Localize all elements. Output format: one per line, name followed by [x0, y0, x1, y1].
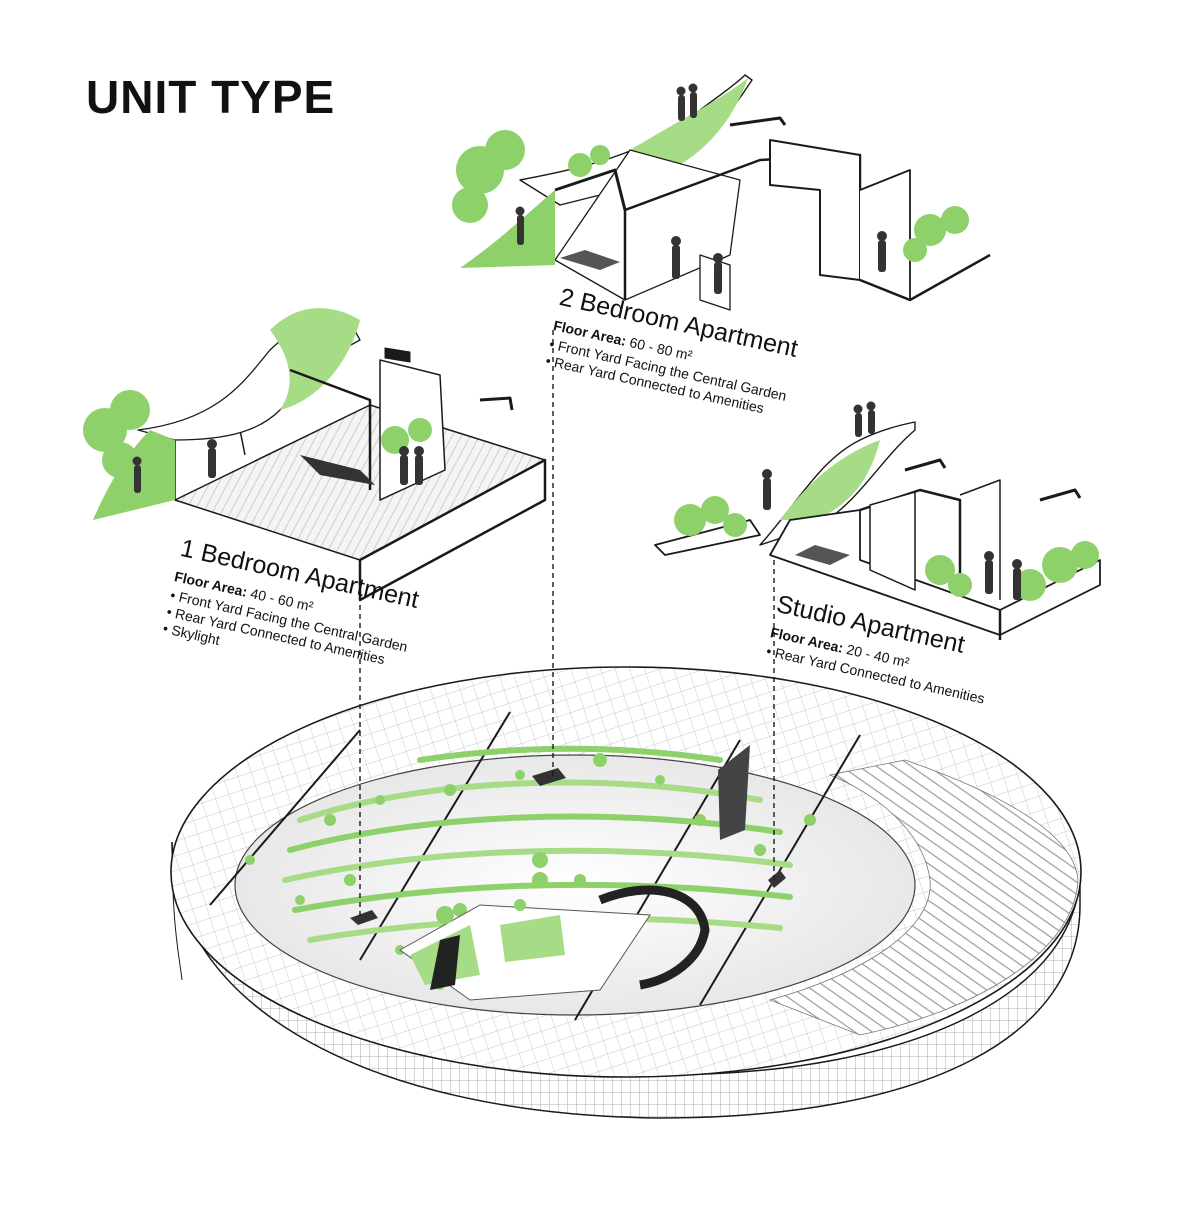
central-garden	[399, 872, 710, 1001]
unit-studio-model	[654, 401, 1101, 640]
roof-fins	[768, 759, 1079, 1036]
ring-building	[170, 666, 1082, 1119]
page-title: UNIT TYPE	[86, 71, 336, 123]
marker-2br	[532, 768, 566, 786]
marker-studio	[768, 870, 786, 888]
marker-1br	[350, 910, 378, 925]
unit-2br-model	[452, 74, 991, 311]
unit-1br-model	[83, 308, 547, 602]
